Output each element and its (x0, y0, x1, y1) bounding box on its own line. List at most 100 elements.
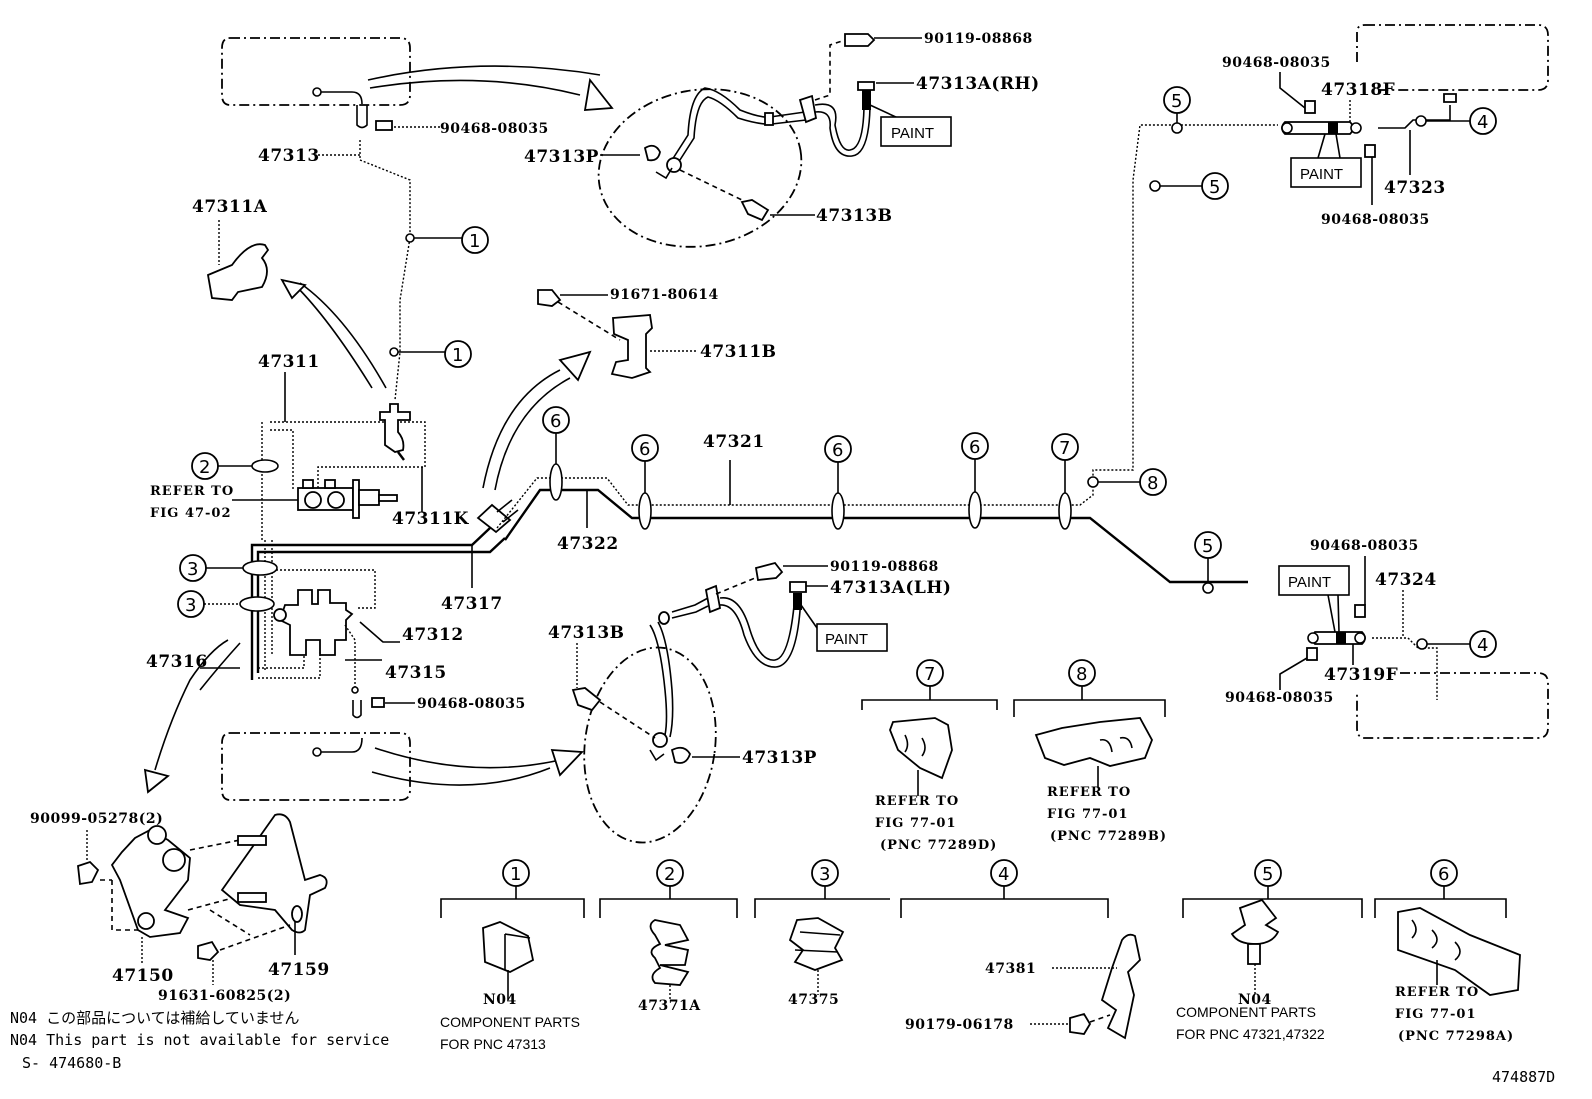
union-bolt-47313A-icon (857, 81, 875, 91)
callout-8 (1139, 468, 1167, 496)
legend-item-2: 2 47371A (599, 859, 738, 1014)
legend-3-part: 47375 (788, 992, 839, 1008)
legend-item-3: 3 47375 (754, 859, 890, 1008)
label-47313P: 47313P (742, 748, 817, 768)
svg-text:1: 1 (469, 231, 480, 252)
legend-2-part: 47371A (638, 998, 701, 1014)
hose-bracket-icon (704, 584, 722, 614)
callout-6 (824, 435, 852, 463)
svg-text:5: 5 (1171, 91, 1182, 112)
callout-6 (631, 434, 659, 462)
svg-text:8: 8 (1076, 664, 1087, 685)
bolt-91631-icon (197, 940, 220, 961)
legend-1-desc-1: COMPONENT PARTS (440, 1014, 580, 1030)
svg-text:6: 6 (550, 411, 561, 432)
legend-6-ref-2: FIG 77-01 (1395, 1007, 1477, 1022)
clip-8-ref-line3: (PNC 77289B) (1050, 829, 1167, 844)
svg-text:4: 4 (1477, 635, 1488, 656)
svg-text:7: 7 (1059, 438, 1070, 459)
tube-joint-icon (476, 503, 512, 534)
legend-item-5: 5 N04 COMPONENT PARTS FOR PNC 47321,4732… (1176, 859, 1363, 1042)
clip-90468-icon (1354, 604, 1366, 618)
callout-5 (1194, 531, 1222, 559)
label-47313B: 47313B (816, 206, 893, 226)
callout-7 (1051, 433, 1079, 461)
label-47317: 47317 (441, 594, 503, 614)
paint-box-lh (816, 623, 888, 652)
clip-90468-icon (1364, 144, 1376, 158)
callout-6 (961, 432, 989, 460)
arrow-to-47150 (143, 768, 170, 794)
nut-90179-icon (1069, 1012, 1092, 1035)
legend-4-part: 47381 (985, 961, 1036, 977)
note-en: N04 This part is not available for servi… (10, 1031, 389, 1049)
legend-5-part: N04 (1238, 992, 1272, 1008)
proportioning-valve-47312-icon (278, 589, 354, 656)
label-47311B: 47311B (700, 342, 777, 362)
diagram-code: 474887D (1492, 1068, 1555, 1086)
legend-5-desc-2: FOR PNC 47321,47322 (1176, 1026, 1325, 1042)
bolt-90119-icon (754, 561, 784, 581)
label-47311A: 47311A (192, 197, 268, 217)
bolt-91671-icon (537, 289, 562, 307)
callout-1 (461, 226, 489, 254)
clip-77289B-icon (1034, 717, 1153, 767)
clip-7-ref-line2: FIG 77-01 (875, 816, 957, 831)
clip-90468-icon (375, 120, 393, 131)
svg-text:PAINT: PAINT (825, 631, 868, 648)
svg-text:5: 5 (1209, 177, 1220, 198)
callout-6 (542, 406, 570, 434)
svg-text:5: 5 (1202, 536, 1213, 557)
svg-text:3: 3 (185, 595, 196, 616)
arrow-to-lh-hose (550, 749, 584, 777)
legend-item-6: 6 REFER TO FIG 77-01 (PNC 77298A) (1374, 859, 1521, 1044)
bracket-47159-icon (220, 813, 328, 934)
label-91631-60825: 91631-60825(2) (158, 988, 291, 1004)
clip-47313P-icon (643, 144, 661, 162)
svg-text:3: 3 (819, 864, 830, 885)
brake-tube-47313[interactable] (356, 105, 411, 401)
label-47315: 47315 (385, 663, 447, 683)
bolt-47313B-icon (740, 199, 770, 222)
callout-3 (177, 590, 205, 618)
label-90468-08035: 90468-08035 (1222, 55, 1331, 71)
callout-1 (444, 340, 472, 368)
hose-bracket-icon (798, 94, 818, 124)
svg-text:6: 6 (639, 439, 650, 460)
svg-text:8: 8 (1147, 473, 1158, 494)
legend-1-desc-2: FOR PNC 47313 (440, 1036, 546, 1052)
callout-5 (1201, 172, 1229, 200)
label-47313A-LH: 47313A(LH) (830, 578, 951, 598)
label-47313A-RH: 47313A(RH) (916, 74, 1040, 94)
svg-text:PAINT: PAINT (1288, 574, 1331, 591)
nut-90099-icon (77, 860, 100, 886)
legend-6-ref-1: REFER TO (1395, 985, 1479, 1000)
paint-box-tr (1290, 157, 1362, 188)
label-47319F: 47319F (1324, 665, 1398, 685)
paint-box-br (1278, 565, 1350, 596)
legend-item-1: 1 N04 COMPONENT PARTS FOR PNC 47313 (440, 859, 585, 1052)
callout-2 (191, 452, 219, 480)
clip-group-8: 8 REFER TO FIG 77-01 (PNC 77289B) (1013, 659, 1167, 844)
label-47311K: 47311K (392, 509, 470, 529)
svg-text:2: 2 (199, 457, 210, 478)
label-47311: 47311 (258, 352, 320, 372)
callout-4 (1469, 630, 1497, 658)
figure-ref: S- 474680-B (22, 1054, 121, 1072)
rear-left-area (1306, 604, 1549, 739)
clip-47375-icon (788, 917, 845, 971)
rear-right-area (1281, 24, 1549, 158)
paint-box-rh (880, 116, 952, 147)
clip-77289D-icon (889, 717, 953, 780)
arrow-to-47311B (558, 350, 592, 382)
front-right-wheel-area (221, 37, 614, 111)
label-47318F: 47318F (1321, 80, 1395, 100)
clip-8-ref-line2: FIG 77-01 (1047, 807, 1129, 822)
svg-text:6: 6 (1438, 864, 1449, 885)
label-47313: 47313 (258, 146, 320, 166)
svg-text:6: 6 (969, 437, 980, 458)
clip-47371A-icon (649, 919, 690, 986)
arrow-to-47311A (280, 278, 307, 300)
bracket-47311A-icon (206, 243, 270, 301)
